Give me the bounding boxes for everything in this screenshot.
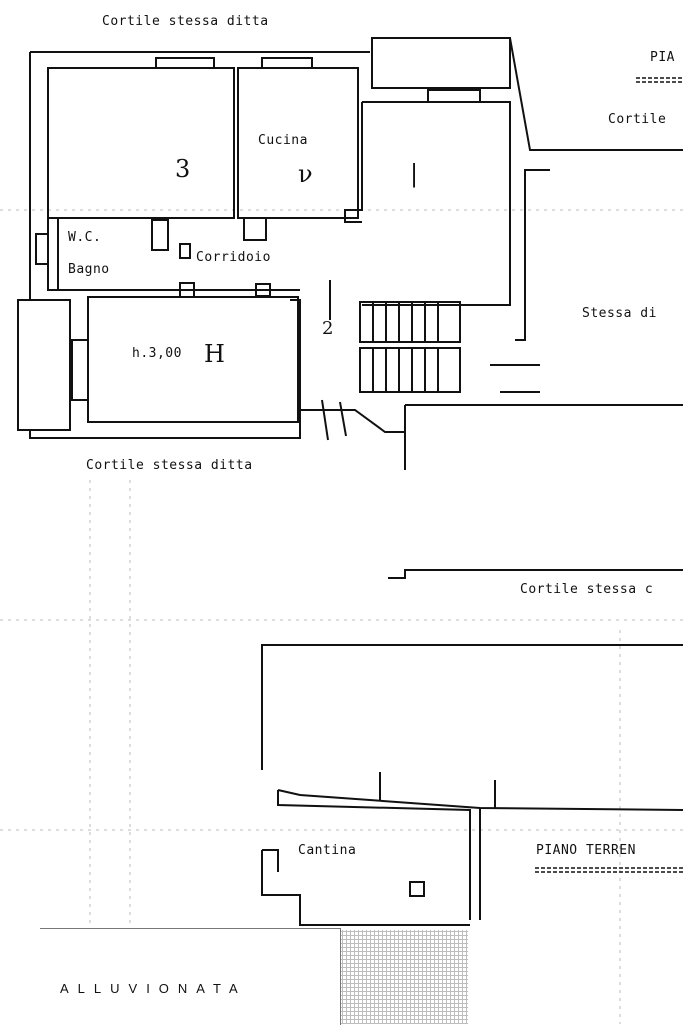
kitchen-label: Cucina: [258, 133, 308, 148]
room-2-mark: ν: [298, 160, 313, 188]
first-floor-title: PIA: [650, 50, 675, 65]
wc-label: W.C.: [68, 230, 102, 245]
ground-floor-title: PIANO TERREN: [536, 843, 636, 858]
corridor-label: Corridoio: [196, 250, 271, 265]
yard-right-label: Cortile: [608, 112, 667, 127]
yard-top-label: Cortile stessa ditta: [102, 14, 269, 29]
background-grid: [0, 209, 683, 1024]
hatched-grid: [338, 930, 468, 1024]
yard-bottom-left-label: Cortile stessa ditta: [86, 458, 253, 473]
stamp-text: ALLUVIONATA: [60, 981, 247, 996]
stair-mark: 2: [322, 318, 334, 339]
room-3-number: 3: [175, 155, 191, 183]
bath-label: Bagno: [68, 262, 110, 277]
ground-floor-walls: [261, 644, 683, 926]
first-floor-walls: [17, 37, 683, 579]
cellar-label: Cantina: [298, 843, 357, 858]
room-4-mark: H: [204, 340, 225, 368]
flood-stamp: ALLUVIONATA: [40, 928, 341, 1025]
yard-bottom-right-label: Cortile stessa c: [520, 582, 654, 597]
title-underlines: [535, 77, 683, 873]
same-owner-right-label: Stessa di: [582, 306, 657, 321]
room-1-mark: |: [410, 160, 419, 188]
height-note: h.3,00: [132, 346, 182, 361]
